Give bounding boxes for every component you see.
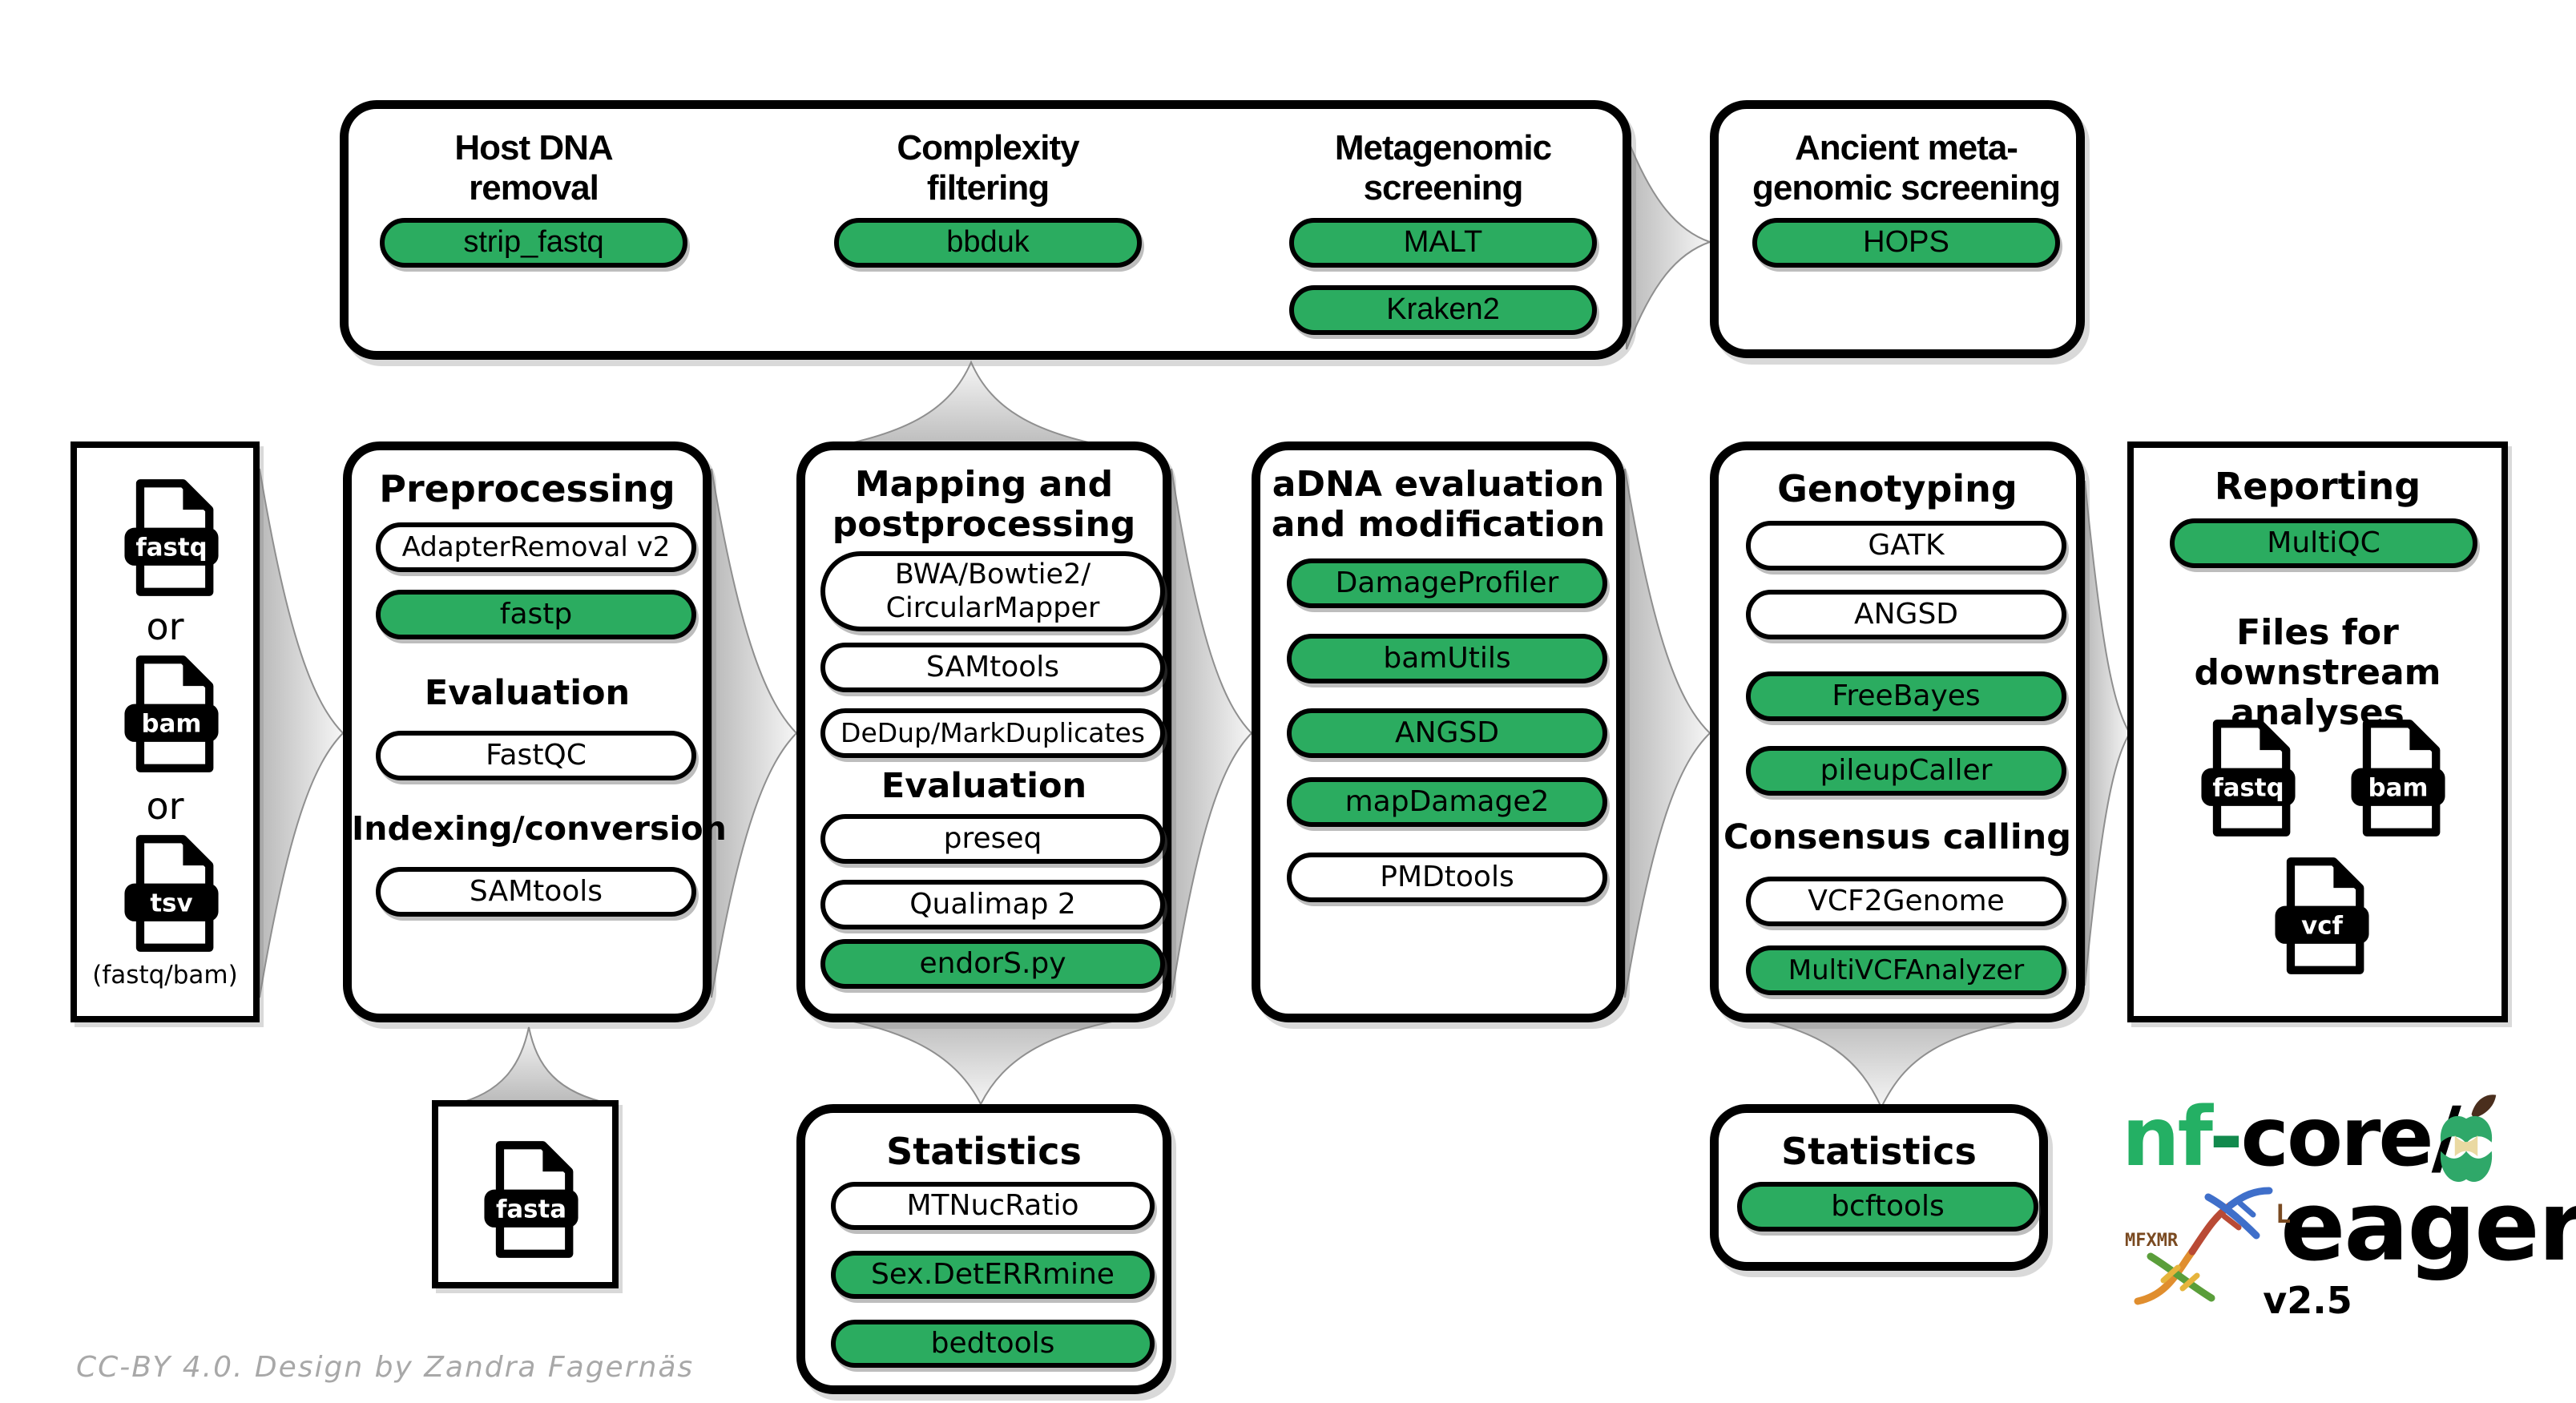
tool-pill-dedup-markduplicates: DeDup/MarkDuplicates: [820, 708, 1165, 758]
metagenomic-screening-title: Metagenomic screening: [1334, 128, 1552, 208]
statistics-title: Statistics: [1781, 1130, 1977, 1173]
arrow-adna-to-genotyping: [1624, 468, 1711, 998]
ancient-screening-box: Ancient meta- genomic screening HOPS: [1710, 100, 2085, 358]
tool-pill-mtnucratio: MTNucRatio: [831, 1182, 1155, 1230]
or-label: or: [146, 605, 184, 648]
fastq-file-icon: fastq: [124, 479, 219, 596]
tool-pill-endors-py: endorS.py: [820, 939, 1165, 989]
dna-helix-icon: [2134, 1187, 2273, 1305]
tool-pill-pmdtools: PMDtools: [1287, 853, 1607, 902]
logo-core: core/: [2240, 1090, 2461, 1185]
genotyping-box: Genotyping GATK ANGSD FreeBayes pileupCa…: [1710, 441, 2085, 1022]
eager-logo-text: eager: [2280, 1171, 2576, 1283]
reporting-title: Reporting: [2214, 465, 2421, 508]
reporting-box: Reporting MultiQC Files for downstream a…: [2127, 441, 2508, 1022]
tool-pill-samtools: SAMtools: [820, 643, 1165, 692]
evaluation-subtitle: Evaluation: [424, 673, 631, 713]
input-files-box: fastq or bam or tsv (fastq/bam): [71, 441, 260, 1022]
tool-pill-vcf2genome: VCF2Genome: [1746, 877, 2066, 926]
tool-pill-fastqc: FastQC: [376, 731, 696, 780]
svg-text:bam: bam: [2368, 774, 2429, 803]
or-label: or: [146, 784, 184, 828]
evaluation-subtitle: Evaluation: [881, 766, 1087, 806]
tool-pill-damageprofiler: DamageProfiler: [1287, 558, 1607, 608]
tool-pill-hops: HOPS: [1752, 218, 2060, 268]
logo-dash: -: [2209, 1090, 2243, 1185]
tool-pill-malt: MALT: [1289, 218, 1597, 268]
indexing-conversion-subtitle: Indexing/conversion: [352, 809, 727, 848]
nf-core-logo-text: nf-core/: [2122, 1090, 2461, 1185]
host-dna-removal-title: Host DNA removal: [454, 128, 613, 208]
adna-box: aDNA evaluation and modification DamageP…: [1252, 441, 1625, 1022]
tool-pill-bwa-bowtie2-circularmapper: BWA/Bowtie2/ CircularMapper: [820, 551, 1165, 631]
fasta-reference-box: fasta: [432, 1100, 619, 1288]
tsv-caption: (fastq/bam): [92, 961, 238, 990]
vcf-file-icon: vcf: [2275, 857, 2369, 974]
arrow-screening-to-ancient: [1626, 135, 1713, 350]
apple-core-icon: [2440, 1095, 2497, 1183]
tool-pill-preseq: preseq: [820, 814, 1165, 864]
tool-pill-fastp: fastp: [376, 590, 696, 639]
ancient-screening-title: Ancient meta- genomic screening: [1752, 128, 2061, 208]
tool-pill-bedtools: bedtools: [831, 1320, 1155, 1368]
arrow-mapping-to-statistics: [813, 1014, 1155, 1107]
genotyping-title: Genotyping: [1777, 467, 2018, 510]
tool-pill-samtools: SAMtools: [376, 867, 696, 917]
tool-pill-pileupcaller: pileupCaller: [1746, 746, 2066, 796]
rune-text-right: L: [2276, 1199, 2292, 1229]
tool-pill-multiqc: MultiQC: [2170, 518, 2477, 568]
tool-pill-bcftools: bcftools: [1737, 1182, 2038, 1232]
tsv-file-icon: tsv: [124, 835, 219, 952]
fasta-file-icon: fasta: [484, 1141, 578, 1258]
tool-pill-sexdeterrmine: Sex.DetERRmine: [831, 1251, 1155, 1299]
svg-text:bam: bam: [142, 710, 202, 739]
bam-file-icon: bam: [124, 655, 219, 772]
statistics-genotyping-box: Statistics bcftools: [1710, 1104, 2048, 1271]
arrow-mapping-to-adna: [1171, 468, 1253, 998]
tool-pill-bbduk: bbduk: [834, 218, 1142, 268]
tool-pill-kraken2: Kraken2: [1289, 285, 1597, 335]
bam-file-icon: bam: [2351, 720, 2445, 837]
tool-pill-bamutils: bamUtils: [1287, 634, 1607, 683]
consensus-calling-subtitle: Consensus calling: [1723, 817, 2071, 857]
svg-text:fasta: fasta: [496, 1195, 566, 1224]
adna-title: aDNA evaluation and modification: [1271, 464, 1606, 546]
rune-text-left: MFXMR: [2125, 1231, 2179, 1251]
screening-box: Host DNA removal strip_fastq Complexity …: [340, 100, 1631, 360]
version-label: v2.5: [2263, 1279, 2352, 1322]
arrow-preprocessing-to-mapping: [711, 468, 798, 998]
svg-text:tsv: tsv: [150, 889, 192, 918]
arrow-fasta-to-preprocessing: [454, 1026, 613, 1105]
preprocessing-box: Preprocessing AdapterRemoval v2 fastp Ev…: [343, 441, 727, 1022]
svg-text:fastq: fastq: [135, 534, 207, 562]
svg-text:fastq: fastq: [2212, 774, 2284, 803]
fastq-file-icon: fastq: [2201, 720, 2296, 837]
tool-pill-strip-fastq: strip_fastq: [380, 218, 687, 268]
arrow-input-to-preprocessing: [259, 468, 345, 998]
statistics-mapping-box: Statistics MTNucRatio Sex.DetERRmine bed…: [796, 1104, 1171, 1394]
tool-pill-mapdamage2: mapDamage2: [1287, 777, 1607, 827]
license-credit-text: CC-BY 4.0. Design by Zandra Fagernäs: [76, 1351, 695, 1384]
tool-pill-multivcfanalyzer: MultiVCFAnalyzer: [1746, 945, 2066, 995]
preprocessing-title: Preprocessing: [379, 467, 675, 510]
tool-pill-gatk: GATK: [1746, 521, 2066, 570]
mapping-box: Mapping and postprocessing BWA/Bowtie2/ …: [796, 441, 1171, 1022]
arrow-genotyping-to-statistics: [1731, 1014, 2066, 1110]
statistics-title: Statistics: [886, 1130, 1082, 1173]
complexity-filtering-title: Complexity filtering: [897, 128, 1079, 208]
arrow-mapping-to-screening: [812, 360, 1131, 451]
tool-pill-angsd: ANGSD: [1287, 708, 1607, 758]
arrow-genotyping-to-reporting: [2084, 480, 2131, 986]
tool-pill-freebayes: FreeBayes: [1746, 671, 2066, 721]
downstream-files-heading: Files for downstream analyses: [2194, 612, 2441, 734]
svg-text:vcf: vcf: [2301, 912, 2343, 941]
tool-pill-adapterremoval: AdapterRemoval v2: [376, 522, 696, 572]
mapping-title: Mapping and postprocessing: [832, 464, 1136, 546]
tool-pill-angsd: ANGSD: [1746, 590, 2066, 639]
logo-nf: nf: [2122, 1090, 2211, 1185]
tool-pill-qualimap2: Qualimap 2: [820, 880, 1165, 929]
